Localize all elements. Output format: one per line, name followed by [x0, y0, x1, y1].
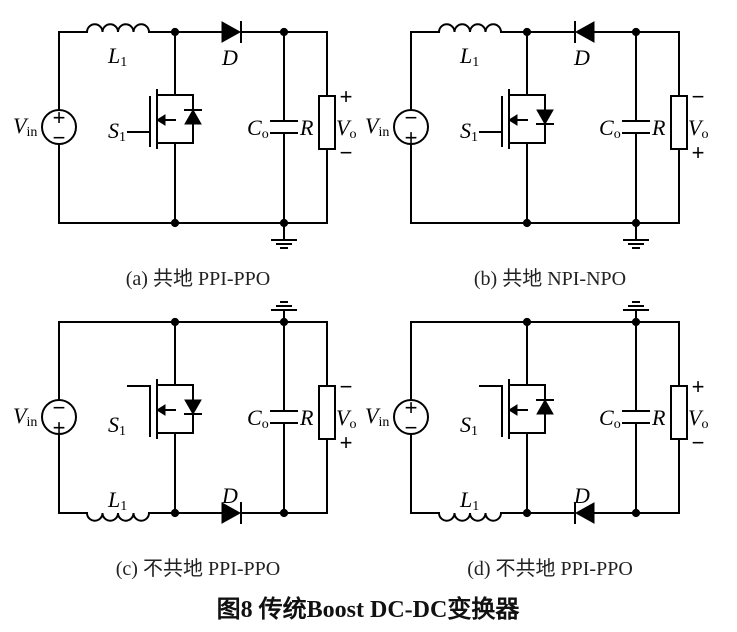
source-top-sign: +: [53, 105, 66, 130]
panel-caption: (b) 共地 NPI-NPO: [474, 267, 626, 290]
vout-label: Vo: [688, 405, 708, 432]
source-top-sign: −: [405, 105, 418, 130]
panel-caption: (d) 不共地 PPI-PPO: [467, 557, 633, 580]
vout-label: Vo: [688, 115, 708, 142]
capacitor-label: Co: [599, 405, 621, 432]
switch-label: S1: [460, 118, 478, 145]
source-label: Vin: [13, 403, 37, 430]
vout-top-sign: +: [340, 84, 353, 109]
resistor: [670, 95, 688, 150]
junction-dot: [522, 218, 532, 228]
panel-caption: (c) 不共地 PPI-PPO: [116, 557, 280, 580]
mosfet-arrow: [508, 114, 518, 126]
junction-dot: [522, 27, 532, 37]
resistor: [318, 385, 336, 440]
source-label: Vin: [13, 113, 37, 140]
source-top-sign: +: [405, 395, 418, 420]
inductor: [85, 511, 151, 522]
junction-dot: [170, 27, 180, 37]
body-diode: [536, 109, 554, 126]
vout-bottom-sign: −: [692, 430, 705, 455]
diode: [221, 21, 242, 43]
diode: [574, 502, 595, 524]
source-bottom-sign: −: [53, 125, 66, 150]
junction-dot: [522, 508, 532, 518]
voltage-source: [41, 109, 77, 145]
body-diode: [184, 108, 202, 125]
source-top-sign: −: [53, 395, 66, 420]
switch-label: S1: [460, 412, 478, 439]
source-label: Vin: [365, 113, 389, 140]
source-bottom-sign: +: [405, 125, 418, 150]
source-bottom-sign: +: [53, 415, 66, 440]
junction-dot: [170, 218, 180, 228]
vout-bottom-sign: +: [340, 430, 353, 455]
vout-top-sign: −: [692, 84, 705, 109]
vout-top-sign: +: [692, 374, 705, 399]
resistor-label: R: [299, 405, 314, 430]
vout-label: Vo: [336, 115, 356, 142]
diode-label: D: [573, 45, 590, 70]
inductor-label: L1: [107, 43, 127, 70]
capacitor-label: Co: [247, 405, 269, 432]
switch-label: S1: [108, 118, 126, 145]
vout-label: Vo: [336, 405, 356, 432]
capacitor-label: Co: [599, 115, 621, 142]
voltage-source: [393, 109, 429, 145]
diode-label: D: [221, 45, 238, 70]
mosfet-arrow: [156, 114, 166, 126]
vout-bottom-sign: −: [340, 140, 353, 165]
mosfet-arrow: [508, 404, 518, 416]
body-diode: [184, 399, 202, 416]
resistor-label: R: [651, 405, 666, 430]
voltage-source: [393, 399, 429, 435]
resistor: [318, 95, 336, 150]
figure-title: 图8 传统Boost DC-DC变换器: [217, 595, 521, 623]
source-bottom-sign: −: [405, 415, 418, 440]
panel-caption: (a) 共地 PPI-PPO: [126, 267, 270, 290]
junction-dot: [279, 508, 289, 518]
switch-label: S1: [108, 412, 126, 439]
inductor: [437, 511, 503, 522]
diode: [221, 502, 242, 524]
diode-label: D: [573, 483, 590, 508]
mosfet-arrow: [156, 404, 166, 416]
junction-dot: [631, 508, 641, 518]
source-label: Vin: [365, 403, 389, 430]
vout-top-sign: −: [340, 374, 353, 399]
inductor: [437, 23, 503, 34]
capacitor-label: Co: [247, 115, 269, 142]
voltage-source: [41, 399, 77, 435]
vout-bottom-sign: +: [692, 140, 705, 165]
resistor-label: R: [651, 115, 666, 140]
diode: [574, 21, 595, 43]
inductor-label: L1: [107, 487, 127, 514]
junction-dot: [522, 317, 532, 327]
junction-dot: [170, 317, 180, 327]
inductor-label: L1: [459, 43, 479, 70]
inductor: [85, 23, 151, 34]
body-diode: [536, 398, 554, 415]
resistor-label: R: [299, 115, 314, 140]
resistor: [670, 385, 688, 440]
junction-dot: [279, 27, 289, 37]
inductor-label: L1: [459, 487, 479, 514]
junction-dot: [631, 27, 641, 37]
diode-label: D: [221, 483, 238, 508]
junction-dot: [170, 508, 180, 518]
